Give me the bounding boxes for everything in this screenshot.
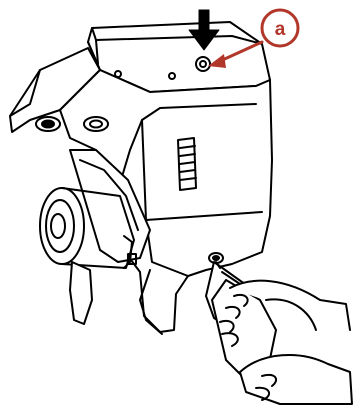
callout-badge: a bbox=[262, 10, 298, 46]
callout-label: a bbox=[275, 19, 286, 40]
hand-with-lube-tube bbox=[206, 262, 352, 404]
